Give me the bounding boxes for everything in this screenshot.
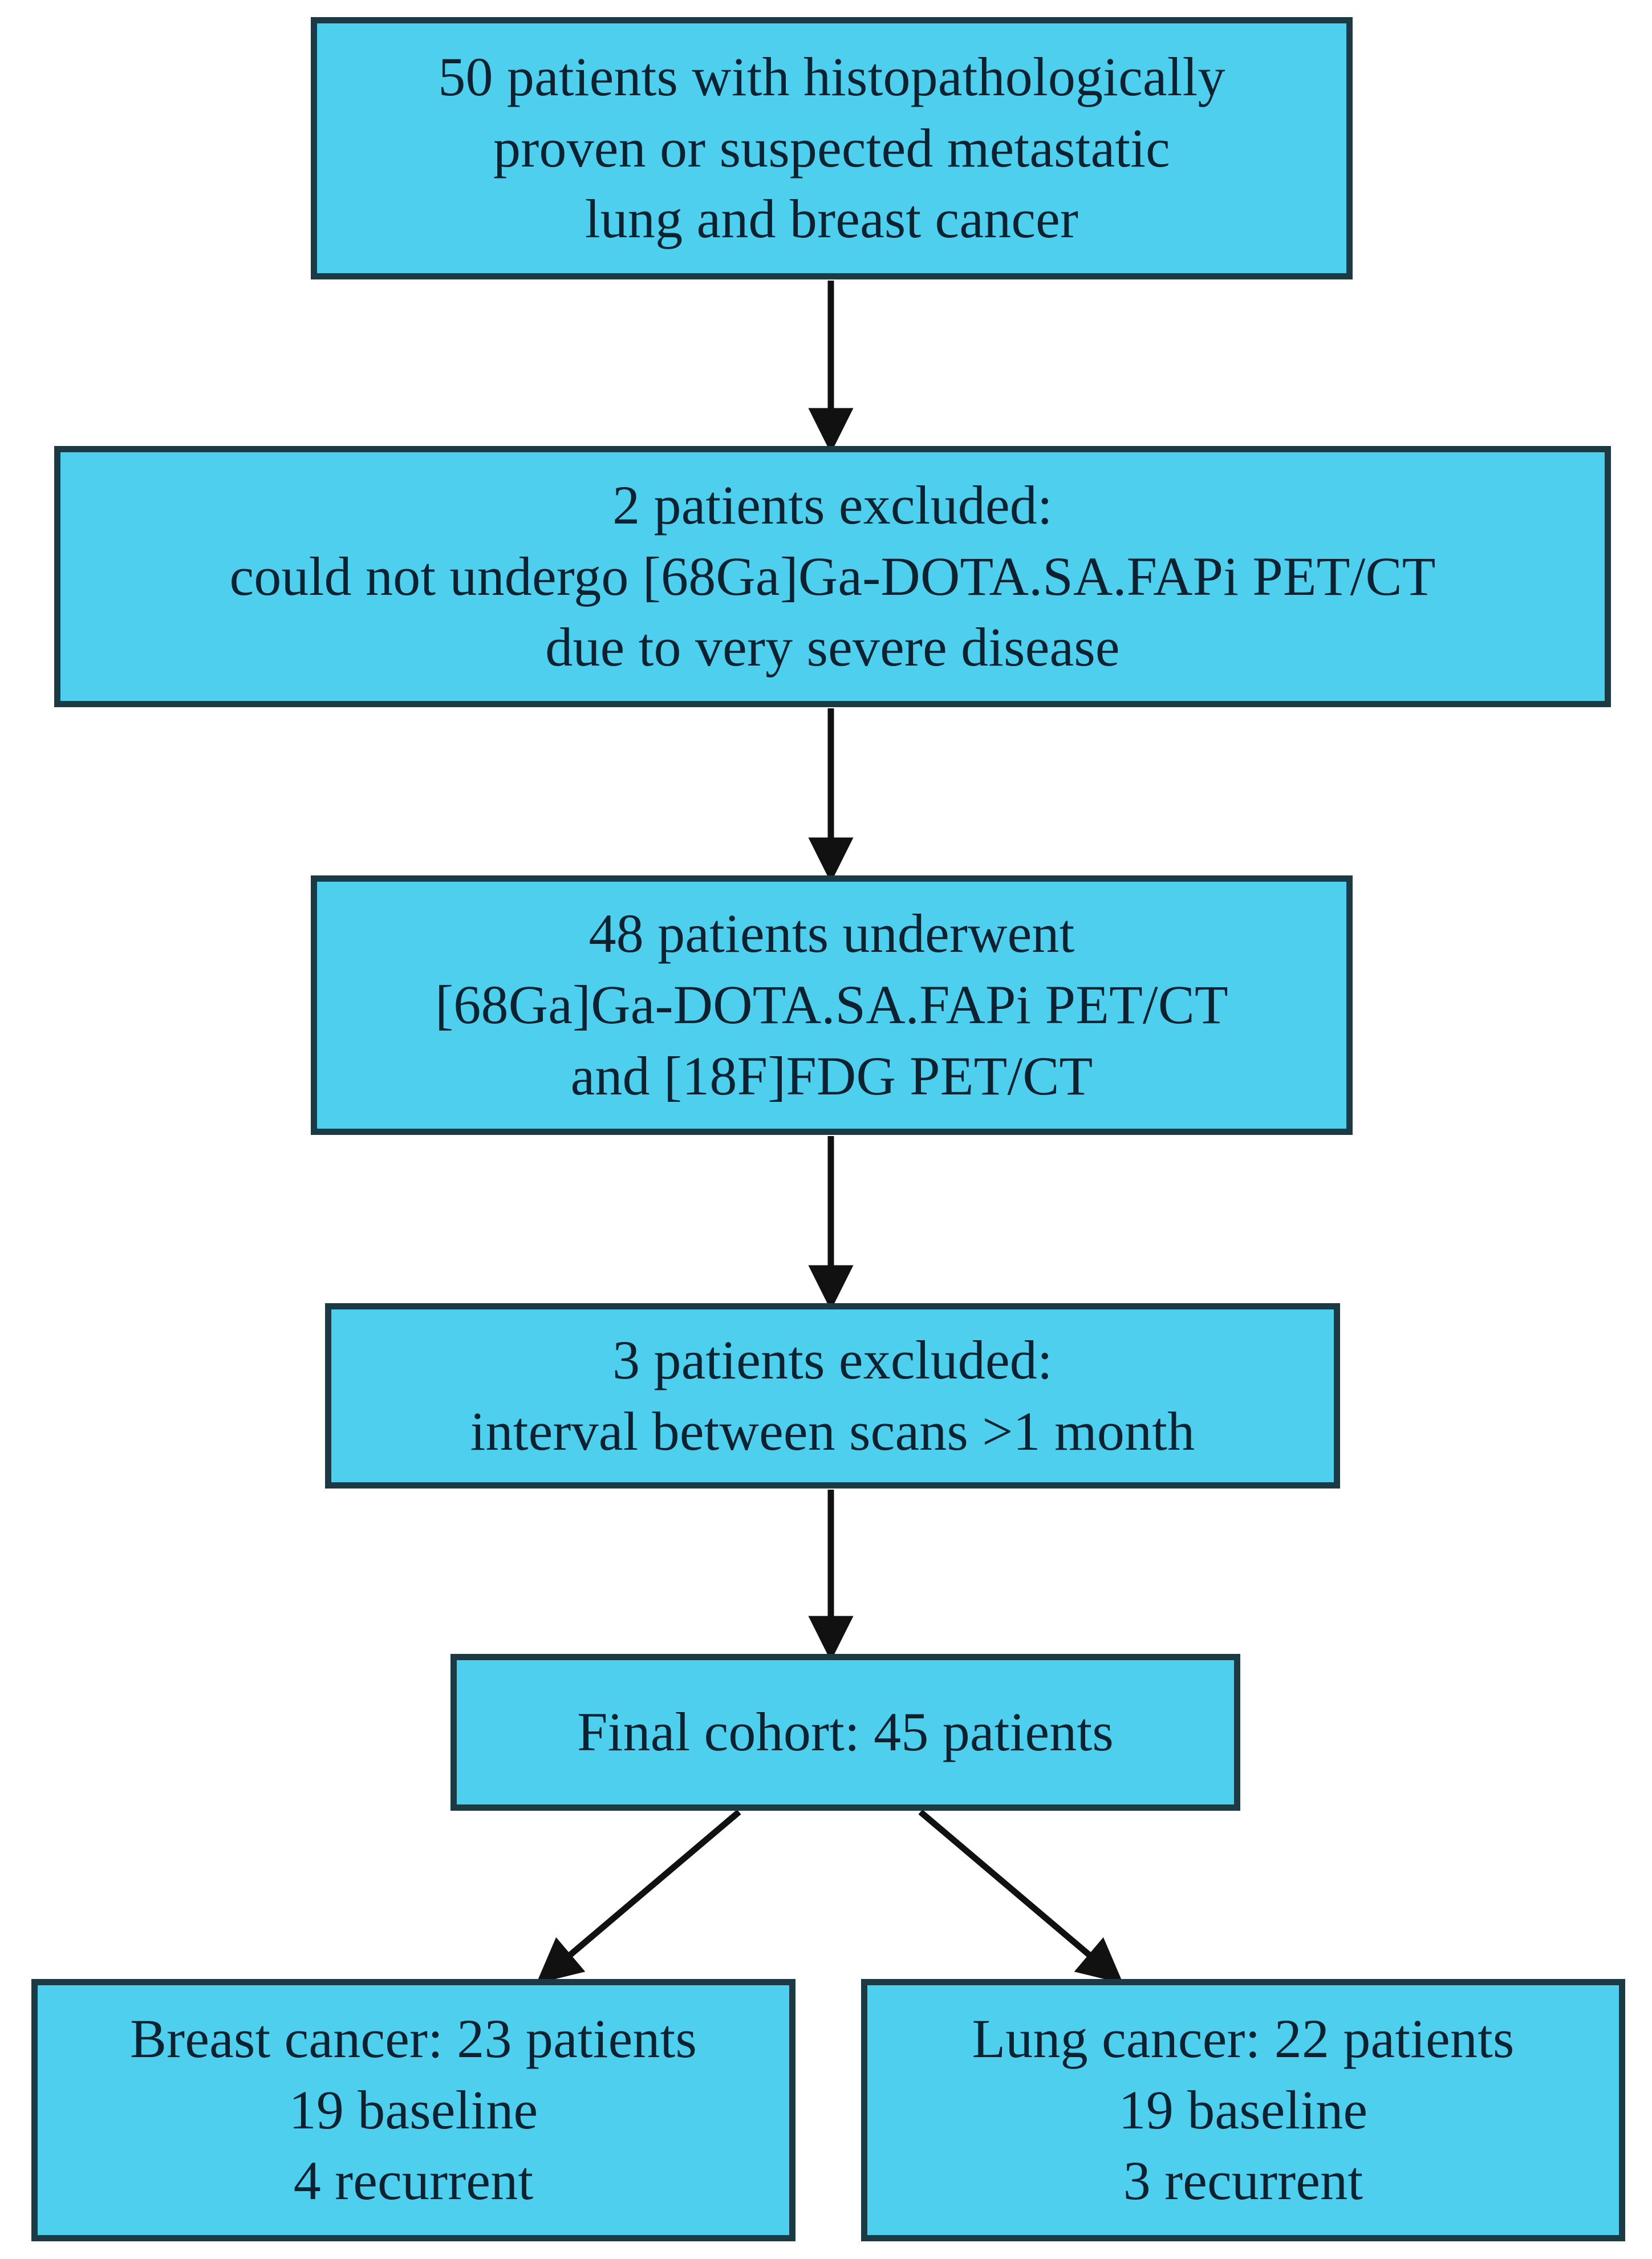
node-line: Breast cancer: 23 patients: [129, 2007, 697, 2069]
node-line: 19 baseline: [1118, 2079, 1368, 2140]
node-first-exclusion: 2 patients excluded: could not undergo […: [54, 446, 1611, 707]
node-line: 3 patients excluded:: [612, 1329, 1053, 1390]
node-line: 4 recurrent: [293, 2150, 534, 2212]
node-line: 50 patients with histopathologically: [438, 46, 1225, 107]
node-line: 2 patients excluded:: [612, 474, 1053, 536]
node-second-exclusion: 3 patients excluded: interval between sc…: [325, 1303, 1340, 1489]
node-breast-cancer-group: Breast cancer: 23 patients 19 baseline 4…: [31, 1979, 795, 2241]
arrow-final-to-lung: [918, 1809, 1123, 1984]
node-line: Lung cancer: 22 patients: [972, 2007, 1515, 2069]
node-line: lung and breast cancer: [585, 188, 1079, 250]
node-line: interval between scans >1 month: [470, 1400, 1195, 1462]
node-line: Final cohort: 45 patients: [577, 1701, 1114, 1763]
node-line: [68Ga]Ga-DOTA.SA.FAPi PET/CT: [435, 974, 1228, 1036]
node-final-cohort: Final cohort: 45 patients: [450, 1654, 1240, 1811]
node-lung-cancer-group: Lung cancer: 22 patients 19 baseline 3 r…: [861, 1979, 1625, 2241]
node-line: 19 baseline: [289, 2079, 538, 2140]
node-line: and [18F]FDG PET/CT: [570, 1045, 1093, 1106]
arrow-final-to-breast: [536, 1809, 741, 1984]
node-imaging-performed: 48 patients underwent [68Ga]Ga-DOTA.SA.F…: [311, 875, 1353, 1135]
node-enrolled-patients: 50 patients with histopathologically pro…: [311, 17, 1353, 279]
node-line: 3 recurrent: [1123, 2150, 1363, 2212]
node-line: could not undergo [68Ga]Ga-DOTA.SA.FAPi …: [229, 545, 1436, 607]
node-line: proven or suspected metastatic: [493, 117, 1170, 179]
node-line: 48 patients underwent: [588, 903, 1075, 964]
node-line: due to very severe disease: [545, 617, 1120, 678]
